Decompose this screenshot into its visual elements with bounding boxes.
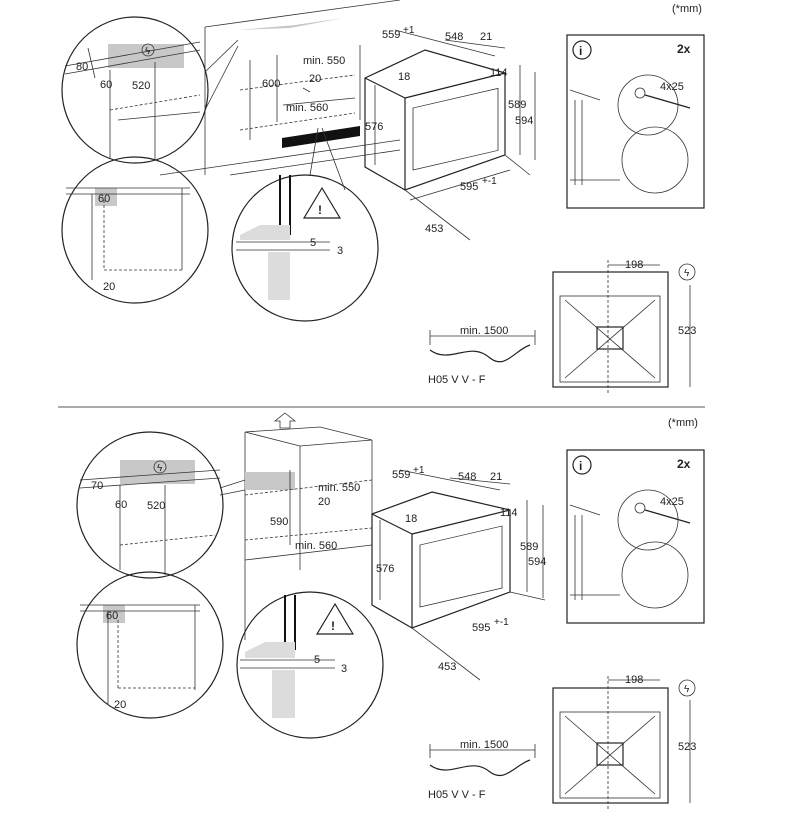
dim-114: 114 — [500, 507, 518, 519]
detail-circle-corner: 60 20 — [76, 571, 224, 719]
detail-circle-ventilation: ϟ 70 60 520 — [76, 431, 246, 579]
screw-icon — [634, 87, 646, 99]
back-198: 198 — [625, 259, 643, 271]
dim-min560: min. 560 — [286, 102, 328, 114]
cabinet-perspective: min. 550 600 20 min. 560 — [159, 0, 401, 176]
oven-dimensions: 559 +1 548 21 18 114 576 589 594 595 +-1… — [364, 25, 536, 241]
svg-text:ϟ: ϟ — [684, 268, 690, 279]
panel-under-counter: (*mm) min. 550 600 20 min. 560 — [61, 0, 705, 395]
gap-5: 5 — [310, 237, 316, 249]
cable-type: H05 V V - F — [428, 374, 486, 386]
gap-3: 3 — [341, 663, 347, 675]
back-198: 198 — [625, 674, 643, 686]
detail-circle-door-gap: ! 5 3 — [231, 127, 379, 322]
panel-tall-cabinet: (*mm) min. 550 590 20 min. 560 — [76, 412, 705, 810]
cable-length: min. 1500 — [460, 739, 508, 751]
power-icon — [678, 263, 696, 281]
screw-count: 2x — [677, 457, 691, 471]
dim-min550: min. 550 — [318, 482, 360, 494]
hob-cutout — [238, 18, 343, 30]
dim-18: 18 — [405, 513, 417, 525]
power-icon — [153, 460, 167, 474]
svg-text:+1: +1 — [413, 465, 425, 476]
dim-600: 600 — [262, 78, 280, 90]
dim-21: 21 — [480, 31, 492, 43]
back-view: ϟ 198 523 — [552, 259, 696, 395]
corner-60: 60 — [106, 610, 118, 622]
dim-594: 594 — [515, 115, 533, 127]
detail-circle-door-gap: ! 5 3 — [236, 591, 384, 739]
screw-count: 2x — [677, 42, 691, 56]
svg-text:i: i — [579, 44, 582, 58]
dim-548: 548 — [458, 471, 476, 483]
gap-5: 5 — [314, 654, 320, 666]
dim-520: 520 — [132, 80, 150, 92]
vent-strip — [282, 126, 360, 148]
power-icon — [141, 43, 155, 57]
back-523: 523 — [678, 741, 696, 753]
dim-594: 594 — [528, 556, 546, 568]
screw-fixing-box: i 2x 4x25 — [566, 449, 705, 624]
dim-590: 590 — [270, 516, 288, 528]
dim-20: 20 — [318, 496, 330, 508]
dim-453: 453 — [438, 661, 456, 673]
dim-min550: min. 550 — [303, 55, 345, 67]
svg-text:ϟ: ϟ — [157, 463, 163, 474]
dim-576: 576 — [365, 121, 383, 133]
cable-length: min. 1500 — [460, 325, 508, 337]
dim-595: 595 — [472, 622, 490, 634]
dim-559: 559 — [392, 469, 410, 481]
dim-18: 18 — [398, 71, 410, 83]
dim-min560: min. 560 — [295, 540, 337, 552]
dim-589: 589 — [520, 541, 538, 553]
screw-icon — [634, 502, 646, 514]
svg-text:+-1: +-1 — [482, 176, 497, 187]
detail-circle-corner: 60 20 — [61, 156, 209, 304]
unit-note: (*mm) — [672, 3, 702, 15]
svg-text:+1: +1 — [403, 25, 415, 36]
info-icon — [572, 40, 592, 60]
dim-60: 60 — [115, 499, 127, 511]
detail-circle-ventilation: ϟ 80 60 520 — [61, 16, 239, 164]
power-icon — [678, 679, 696, 697]
dim-70: 70 — [91, 480, 103, 492]
dim-595: 595 — [460, 181, 478, 193]
corner-20: 20 — [103, 281, 115, 293]
cable-type: H05 V V - F — [428, 789, 486, 801]
dim-114: 114 — [490, 67, 508, 79]
oven-dimensions: 559 +1 548 21 18 114 576 589 594 595 +-1… — [371, 465, 546, 681]
dim-576: 576 — [376, 563, 394, 575]
back-523: 523 — [678, 325, 696, 337]
dim-559: 559 — [382, 29, 400, 41]
svg-text:!: ! — [318, 203, 322, 217]
arrow-up-icon — [273, 412, 297, 429]
corner-20: 20 — [114, 699, 126, 711]
dim-21: 21 — [490, 471, 502, 483]
svg-text:ϟ: ϟ — [684, 684, 690, 695]
dim-589: 589 — [508, 99, 526, 111]
cabinet-perspective: min. 550 590 20 min. 560 — [244, 426, 373, 640]
dim-453: 453 — [425, 223, 443, 235]
dim-20: 20 — [309, 73, 321, 85]
svg-text:!: ! — [331, 619, 335, 633]
svg-text:ϟ: ϟ — [145, 46, 151, 57]
dim-520: 520 — [147, 500, 165, 512]
cable-spec: min. 1500 H05 V V - F — [428, 739, 536, 801]
info-icon — [572, 455, 592, 475]
svg-text:+-1: +-1 — [494, 617, 509, 628]
cable-spec: min. 1500 H05 V V - F — [428, 325, 536, 386]
svg-text:i: i — [579, 459, 582, 473]
dim-548: 548 — [445, 31, 463, 43]
dim-80: 80 — [76, 61, 88, 73]
gap-3: 3 — [337, 245, 343, 257]
warning-icon — [302, 186, 342, 219]
corner-60: 60 — [98, 193, 110, 205]
back-view: ϟ 198 523 — [552, 674, 696, 810]
screw-fixing-box: i 2x 4x25 — [566, 34, 705, 209]
warning-icon — [315, 602, 355, 635]
unit-note: (*mm) — [668, 417, 698, 429]
dim-60: 60 — [100, 79, 112, 91]
